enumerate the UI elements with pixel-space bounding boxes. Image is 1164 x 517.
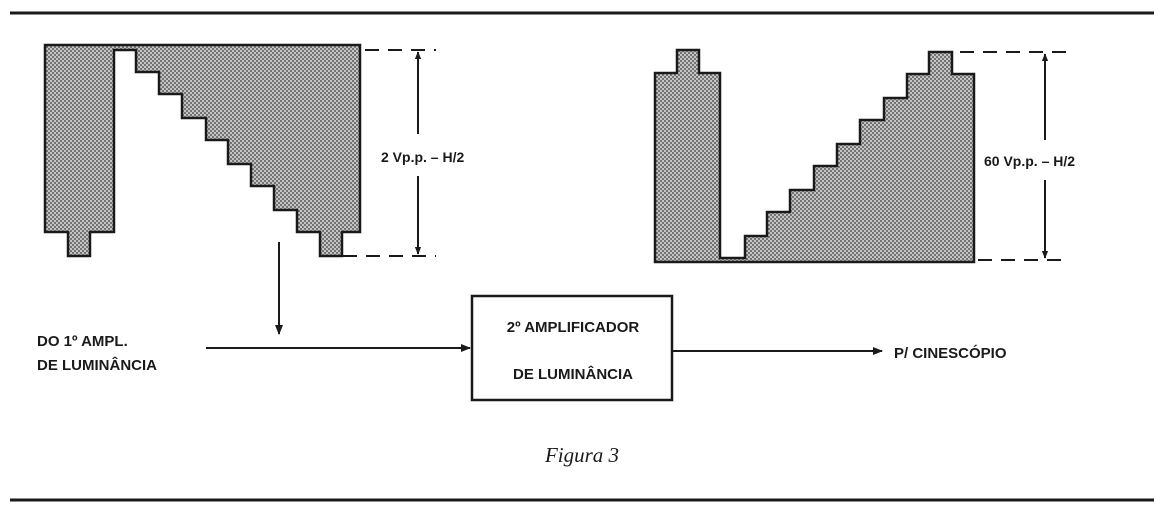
output-destination-label: P/ CINESCÓPIO [894,344,1007,362]
input-amplitude-label: 2 Vp.p. – H/2 [381,149,464,165]
output-waveform [653,48,976,264]
figure-caption: Figura 3 [544,443,619,467]
input-waveform [43,43,362,258]
amplifier-label-line2: DE LUMINÂNCIA [513,365,633,383]
amplifier-label-line1: 2º AMPLIFICADOR [507,319,640,336]
output-amplitude-dimension [960,51,1070,261]
output-amplitude-label: 60 Vp.p. – H/2 [984,153,1075,169]
amplifier-block [470,294,674,402]
input-source-label-line2: DE LUMINÂNCIA [37,356,157,374]
input-amplitude-dimension [343,49,436,257]
input-source-label-line1: DO 1º AMPL. [37,333,128,350]
